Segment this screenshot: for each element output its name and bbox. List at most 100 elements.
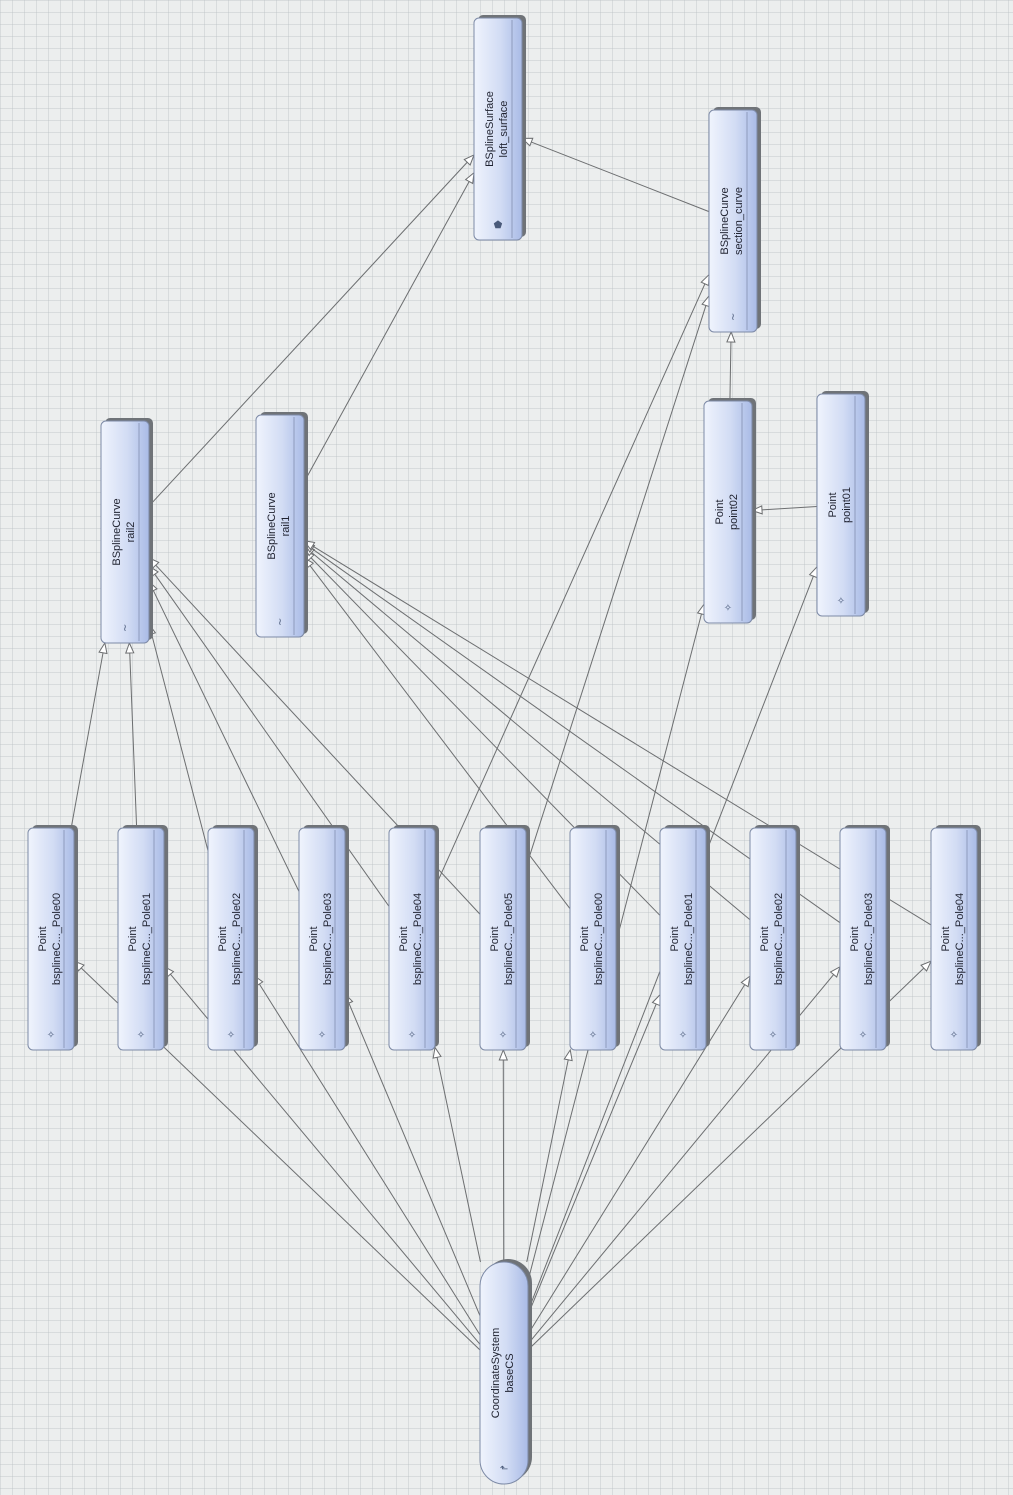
node-box	[703, 400, 753, 624]
edge-line	[152, 590, 300, 892]
point-icon: ✧	[47, 1030, 55, 1041]
edge-line	[312, 545, 932, 926]
node-name-label: point01	[841, 487, 853, 523]
node-box	[207, 827, 255, 1051]
edge-line	[309, 565, 571, 909]
edge-baseCS-to-p3	[253, 974, 481, 1336]
node-type-label: Point	[827, 492, 839, 517]
point-icon: ✧	[724, 603, 732, 614]
arrowhead	[432, 1046, 442, 1059]
point-icon: ✧	[837, 596, 845, 607]
point-icon: ✧	[408, 1030, 416, 1041]
node-box	[388, 827, 436, 1051]
node-box	[749, 827, 797, 1051]
arrowhead	[651, 993, 661, 1007]
arrowhead	[464, 171, 475, 185]
point-icon: ✧	[859, 1030, 867, 1041]
node-name-label: rail2	[125, 522, 137, 543]
edge-p6-to-section_curve	[525, 294, 711, 868]
edge-line	[148, 161, 468, 507]
node-box	[659, 827, 707, 1051]
edge-point02-to-section_curve	[726, 330, 736, 402]
node-box	[930, 827, 978, 1051]
node-type-label: Point	[37, 926, 49, 951]
edge-line	[434, 283, 706, 888]
node-box	[816, 393, 866, 617]
point-icon: ✧	[950, 1030, 958, 1041]
node-name-label: point02	[728, 494, 740, 530]
edge-rail1-to-loft_surface	[303, 171, 475, 483]
node-name-label: bsplineC..._Pole00	[593, 893, 605, 985]
edge-baseCS-to-p7	[526, 1048, 573, 1263]
edge-line	[729, 341, 732, 402]
node-name-label: bsplineC..._Pole03	[863, 893, 875, 985]
node-name-label: rail1	[280, 516, 292, 537]
arrowhead	[920, 960, 932, 972]
curve-icon: ≀	[123, 623, 127, 634]
node-box	[255, 414, 305, 638]
point-icon: ✧	[137, 1030, 145, 1041]
node-type-label: Point	[127, 926, 139, 951]
edge-p3-to-rail2	[147, 622, 209, 851]
node-box	[839, 827, 887, 1051]
node-name-label: baseCS	[504, 1353, 516, 1392]
node-type-label: Point	[579, 926, 591, 951]
edge-line	[527, 1003, 657, 1316]
edge-line	[526, 1059, 569, 1263]
node-box	[27, 827, 75, 1051]
node-type-label: Point	[217, 926, 229, 951]
arrowhead	[750, 505, 763, 515]
edge-p1-to-rail2	[70, 641, 108, 829]
point-icon: ✧	[499, 1030, 507, 1041]
edge-rail2-to-loft_surface	[148, 153, 475, 507]
arrowhead	[125, 641, 135, 654]
edge-baseCS-to-p9	[527, 974, 751, 1335]
node-type-label: Point	[308, 926, 320, 951]
node-name-label: bsplineC..._Pole02	[773, 893, 785, 985]
node-name-label: bsplineC..._Pole01	[683, 893, 695, 985]
node-type-label: BSplineSurface	[484, 91, 496, 167]
node-box	[117, 827, 165, 1051]
node-name-label: bsplineC..._Pole04	[412, 893, 424, 985]
arrowhead	[463, 153, 475, 166]
curve-icon: ≀	[731, 312, 735, 323]
node-type-label: Point	[669, 926, 681, 951]
arrowhead	[726, 330, 736, 343]
node-box	[569, 827, 617, 1051]
node-type-label: Point	[714, 499, 726, 524]
coordinate-axes-icon: ⬑	[500, 1464, 508, 1475]
edge-line	[527, 984, 746, 1335]
node-name-label: section_curve	[733, 187, 745, 255]
edge-section_curve-to-loft_surface	[520, 137, 710, 213]
edge-line	[531, 141, 710, 213]
node-name-label: bsplineC..._Pole02	[231, 893, 243, 985]
edge-line	[525, 305, 707, 868]
point-icon: ✧	[589, 1030, 597, 1041]
